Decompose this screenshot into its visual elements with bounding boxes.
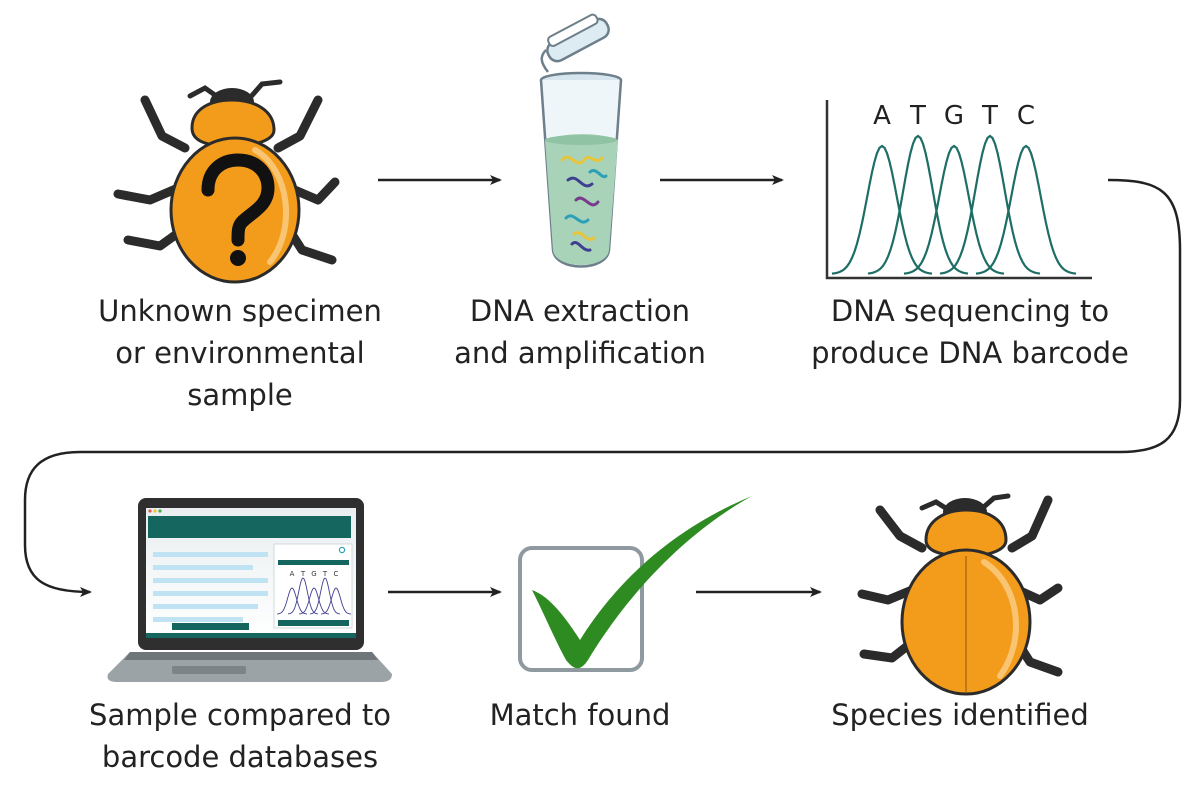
label-line: barcode databases [101,740,379,774]
chromatogram-base-4: T [981,101,998,131]
label-line: or environmental [115,336,365,370]
mini-chromatogram-peak-2 [287,577,319,615]
step-label-dna-extraction: DNA extraction and amplification [420,290,740,374]
label-line: sample [187,378,293,412]
chromatogram-peak-5 [975,144,1077,275]
step-label-dna-sequencing: DNA sequencing to produce DNA barcode [770,290,1170,374]
mini-chromatogram-base-2: T [300,570,306,578]
mini-chromatogram-peak-4 [309,577,341,615]
step-label-sample-compared: Sample compared to barcode databases [60,694,420,778]
label-line: and amplification [454,336,706,370]
chromatogram-peak-2 [867,134,969,275]
label-line: produce DNA barcode [811,336,1129,370]
chromatogram-base-1: A [873,101,891,131]
mini-chromatogram-peak-1 [277,587,307,615]
mini-chromatogram-peak-5 [321,587,351,615]
label-line: DNA sequencing to [830,294,1110,328]
test-tube-icon [539,13,623,268]
chromatogram-base-5: C [1017,101,1035,131]
step-label-unknown-specimen: Unknown specimen or environmental sample [60,290,420,416]
mini-chromatogram-peak-3 [299,587,329,615]
mini-chromatogram-base-4: T [322,570,328,578]
beetle-icon [857,493,1063,696]
chromatogram-peak-1 [831,144,933,275]
label-line: Unknown specimen [98,294,382,328]
chromatogram-peak-4 [939,134,1041,275]
step-label-match-found: Match found [450,694,710,736]
chromatogram-base-2: T [909,101,926,131]
connector-arrow [23,178,1182,597]
checkmark-icon [518,496,752,672]
chromatogram-peak-3 [903,144,1005,275]
label-line: Sample compared to [89,698,391,732]
label-line: Match found [489,698,671,732]
step-label-species-identified: Species identified [790,694,1130,736]
chromatogram-base-3: G [944,101,964,131]
label-line: Species identified [831,698,1089,732]
mini-chromatogram-base-5: C [334,570,339,578]
mini-chromatogram-base-1: A [290,570,295,578]
beetle-question-icon [113,79,340,284]
mini-chromatogram-base-3: G [311,570,316,578]
label-line: DNA extraction [469,294,691,328]
